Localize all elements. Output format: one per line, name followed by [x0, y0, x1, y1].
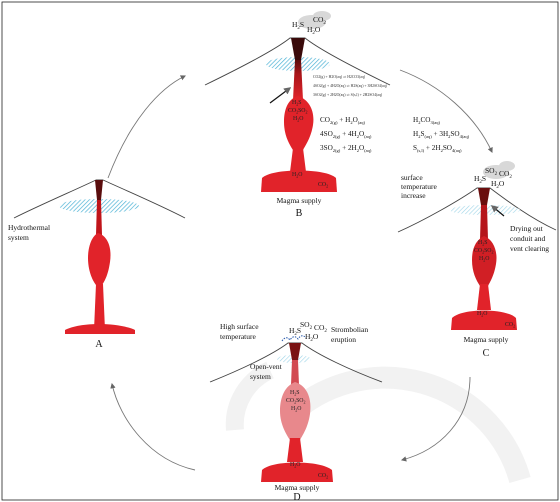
stage-b-eq-1-left: CO2(g) + H2O(aq) — [320, 116, 366, 125]
cycle-arrow-b-to-c — [400, 70, 492, 152]
stage-b-equations: CO2(g) + H2O(aq) H2CO3(aq) 4SO2(g) + 4H2… — [320, 116, 470, 154]
stage-b-eq-3-left: 3SO2(g) + 2H2O(aq) — [320, 144, 372, 153]
stage-b-supply-label: Magma supply — [277, 196, 322, 205]
stage-d-strombolian-1: Strombolian — [331, 325, 368, 334]
stage-b-pool-co2: CO2 — [318, 182, 328, 189]
stage-b-upper-conduit — [291, 38, 305, 60]
stage-d-chamber-co2-so2: CO2SO2 — [286, 398, 305, 405]
stage-c-drying-2: conduit and — [510, 234, 545, 243]
stage-c-upper-conduit — [478, 188, 490, 205]
stage-b-gas-h2o: H2O — [307, 25, 321, 36]
stage-b-pool-h2o: H2O — [292, 172, 302, 179]
stage-b-eq-1-right: H2CO3(aq) — [413, 116, 440, 125]
watermark-arc — [290, 378, 520, 480]
stage-b-eq-3-right: S(s,l) + 2H2SO4(aq) — [413, 144, 462, 154]
stage-d-high-temp-1: High surface — [220, 322, 259, 331]
stage-c-conduit — [480, 205, 488, 240]
stage-b-chamber-h2s: H2S — [292, 100, 301, 107]
stage-c-surface-temp-2: temperature — [401, 182, 437, 191]
stage-c-pool-co2: CO2 — [505, 322, 515, 329]
stage-a-upper-conduit — [95, 180, 103, 200]
stage-a-volcano — [14, 180, 185, 334]
stage-c-drying-1: Drying out — [510, 224, 544, 233]
stage-d-conduit — [291, 360, 299, 385]
stage-d-strombolian-2: eruption — [331, 335, 356, 344]
stage-b-eq-small-3: 3SO2(g) + 2H2O(aq) ⇌ S(s,l) + 2H2SO4(aq) — [313, 93, 383, 98]
stage-d-chamber-h2o: H2O — [291, 406, 301, 413]
stage-b-eq-2-right: H2S(aq) + 3H2SO4(aq) — [413, 130, 470, 139]
stage-c-chamber-h2o: H2O — [479, 256, 489, 263]
stage-c-gas-h2s: H2S — [474, 174, 486, 185]
stage-c-chamber-h2s: H2S — [478, 240, 487, 247]
stage-d-letter: D — [293, 492, 300, 502]
stage-d-high-temp-2: temperature — [220, 332, 256, 341]
stage-c-chamber-co2-so2: CO2SO2 — [474, 248, 493, 255]
stage-c-supply-label: Magma supply — [464, 335, 509, 344]
stage-a-letter: A — [95, 339, 103, 350]
stage-c-surface-temp-3: increase — [401, 191, 426, 200]
cycle-arrow-d-to-a — [112, 384, 195, 470]
stage-b-letter: B — [296, 208, 303, 219]
stage-c-pool-h2o: H2O — [477, 311, 487, 318]
stage-c-letter: C — [483, 348, 490, 359]
cycle-arrow-a-to-b — [108, 76, 185, 178]
stage-d-open-vent-1: Open-vent — [250, 362, 283, 371]
stage-b-pointer-arrow — [270, 88, 290, 103]
stage-d-gas-so2: SO2 — [300, 320, 313, 331]
stage-b-eq-small-2: 4SO2(g) + 4H2O(aq) ⇌ H2S(aq) + 3H2SO4(aq… — [313, 84, 388, 88]
stage-a-conduit — [96, 200, 102, 235]
stage-d-supply-label: Magma supply — [275, 483, 320, 492]
stage-c-gas-h2o: H2O — [491, 179, 505, 190]
stage-a-chamber — [88, 233, 111, 285]
stage-d-open-vent-2: system — [250, 372, 271, 381]
stage-c-drying-3: vent clearing — [510, 244, 549, 253]
stage-a-magma-pool — [65, 324, 135, 334]
stage-a-dike — [94, 284, 105, 330]
stage-b-chamber-co2-so2: CO2SO2 — [288, 108, 307, 115]
stage-d-dike — [287, 438, 303, 462]
stage-d-gas-h2s: H2S — [289, 326, 301, 337]
stage-c-dike — [477, 284, 491, 310]
stage-a-hydrothermal-label-2: system — [8, 233, 29, 242]
stage-b-eq-small-1: CO2(g) + H2O(aq) ⇌ H2CO3(aq) — [313, 75, 366, 79]
stage-b-eq-2-left: 4SO2(g) + 4H2O(aq) — [320, 130, 372, 139]
stage-b-dike — [290, 148, 306, 172]
stage-d-pool-h2o: H2O — [290, 462, 300, 469]
stage-d-gas-h2o: H2O — [305, 332, 319, 343]
stage-d-pool-co2: CO2 — [318, 473, 328, 480]
stage-c-surface-temp-1: surface — [401, 173, 423, 182]
stage-a-hydrothermal-label-1: Hydrothermal — [8, 223, 50, 232]
stage-b-chamber-h2o: H2O — [293, 116, 303, 123]
stage-d-chamber-h2s: H2S — [290, 390, 299, 397]
